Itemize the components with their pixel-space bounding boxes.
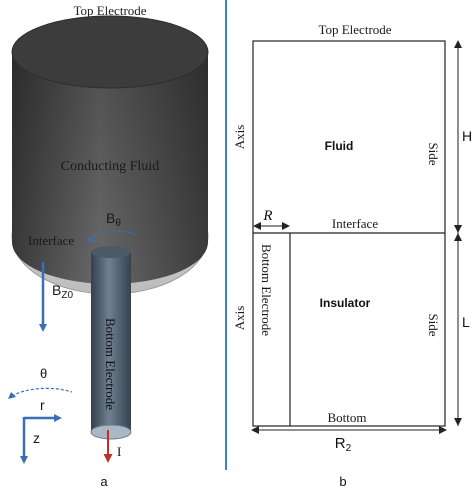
top-electrode-label-b: Top Electrode	[318, 22, 391, 37]
coordinate-axes: θ r z	[8, 366, 73, 464]
panel-b-label: b	[339, 474, 346, 489]
r-label: R	[262, 208, 272, 224]
b-theta-arrow	[89, 230, 139, 241]
fluid-cylinder	[11, 15, 209, 284]
insulator-label: Insulator	[320, 296, 371, 310]
r2-label: R2	[335, 435, 352, 454]
theta-arrowhead	[8, 392, 16, 399]
top-electrode-label-a: Top Electrode	[73, 3, 146, 18]
theta-label: θ	[40, 366, 47, 381]
fluid-label-b: Fluid	[325, 139, 354, 153]
axis-label-lower: Axis	[232, 306, 247, 331]
current-label: I	[117, 444, 121, 459]
bottom-electrode-rod	[90, 246, 132, 440]
bottom-electrode-label-a: Bottom Electrode	[103, 318, 118, 410]
side-label-lower: Side	[426, 313, 441, 336]
b-z0-label: BZ0	[52, 282, 73, 301]
axis-label-upper: Axis	[232, 125, 247, 150]
r-axis-label: r	[40, 397, 45, 413]
b-theta-label: Bθ	[106, 210, 121, 229]
interface-label-b: Interface	[332, 216, 378, 231]
bottom-electrode-label-b: Bottom Electrode	[259, 244, 274, 336]
bottom-label: Bottom	[327, 410, 366, 425]
panel-a: Top Electrode Conducting Fluid Interface…	[8, 3, 209, 489]
z-axis-label: z	[33, 430, 40, 446]
panel-b: Top Electrode Axis Fluid Side H R Interf…	[232, 22, 472, 489]
conducting-fluid-label: Conducting Fluid	[61, 159, 159, 174]
theta-arrow	[11, 387, 73, 397]
interface-label-a: Interface	[28, 233, 74, 248]
panel-a-label: a	[100, 474, 108, 489]
side-label-upper: Side	[426, 142, 441, 165]
h-label: H	[462, 128, 472, 144]
b-theta-arrowhead	[86, 236, 94, 242]
l-label: L	[462, 314, 470, 330]
